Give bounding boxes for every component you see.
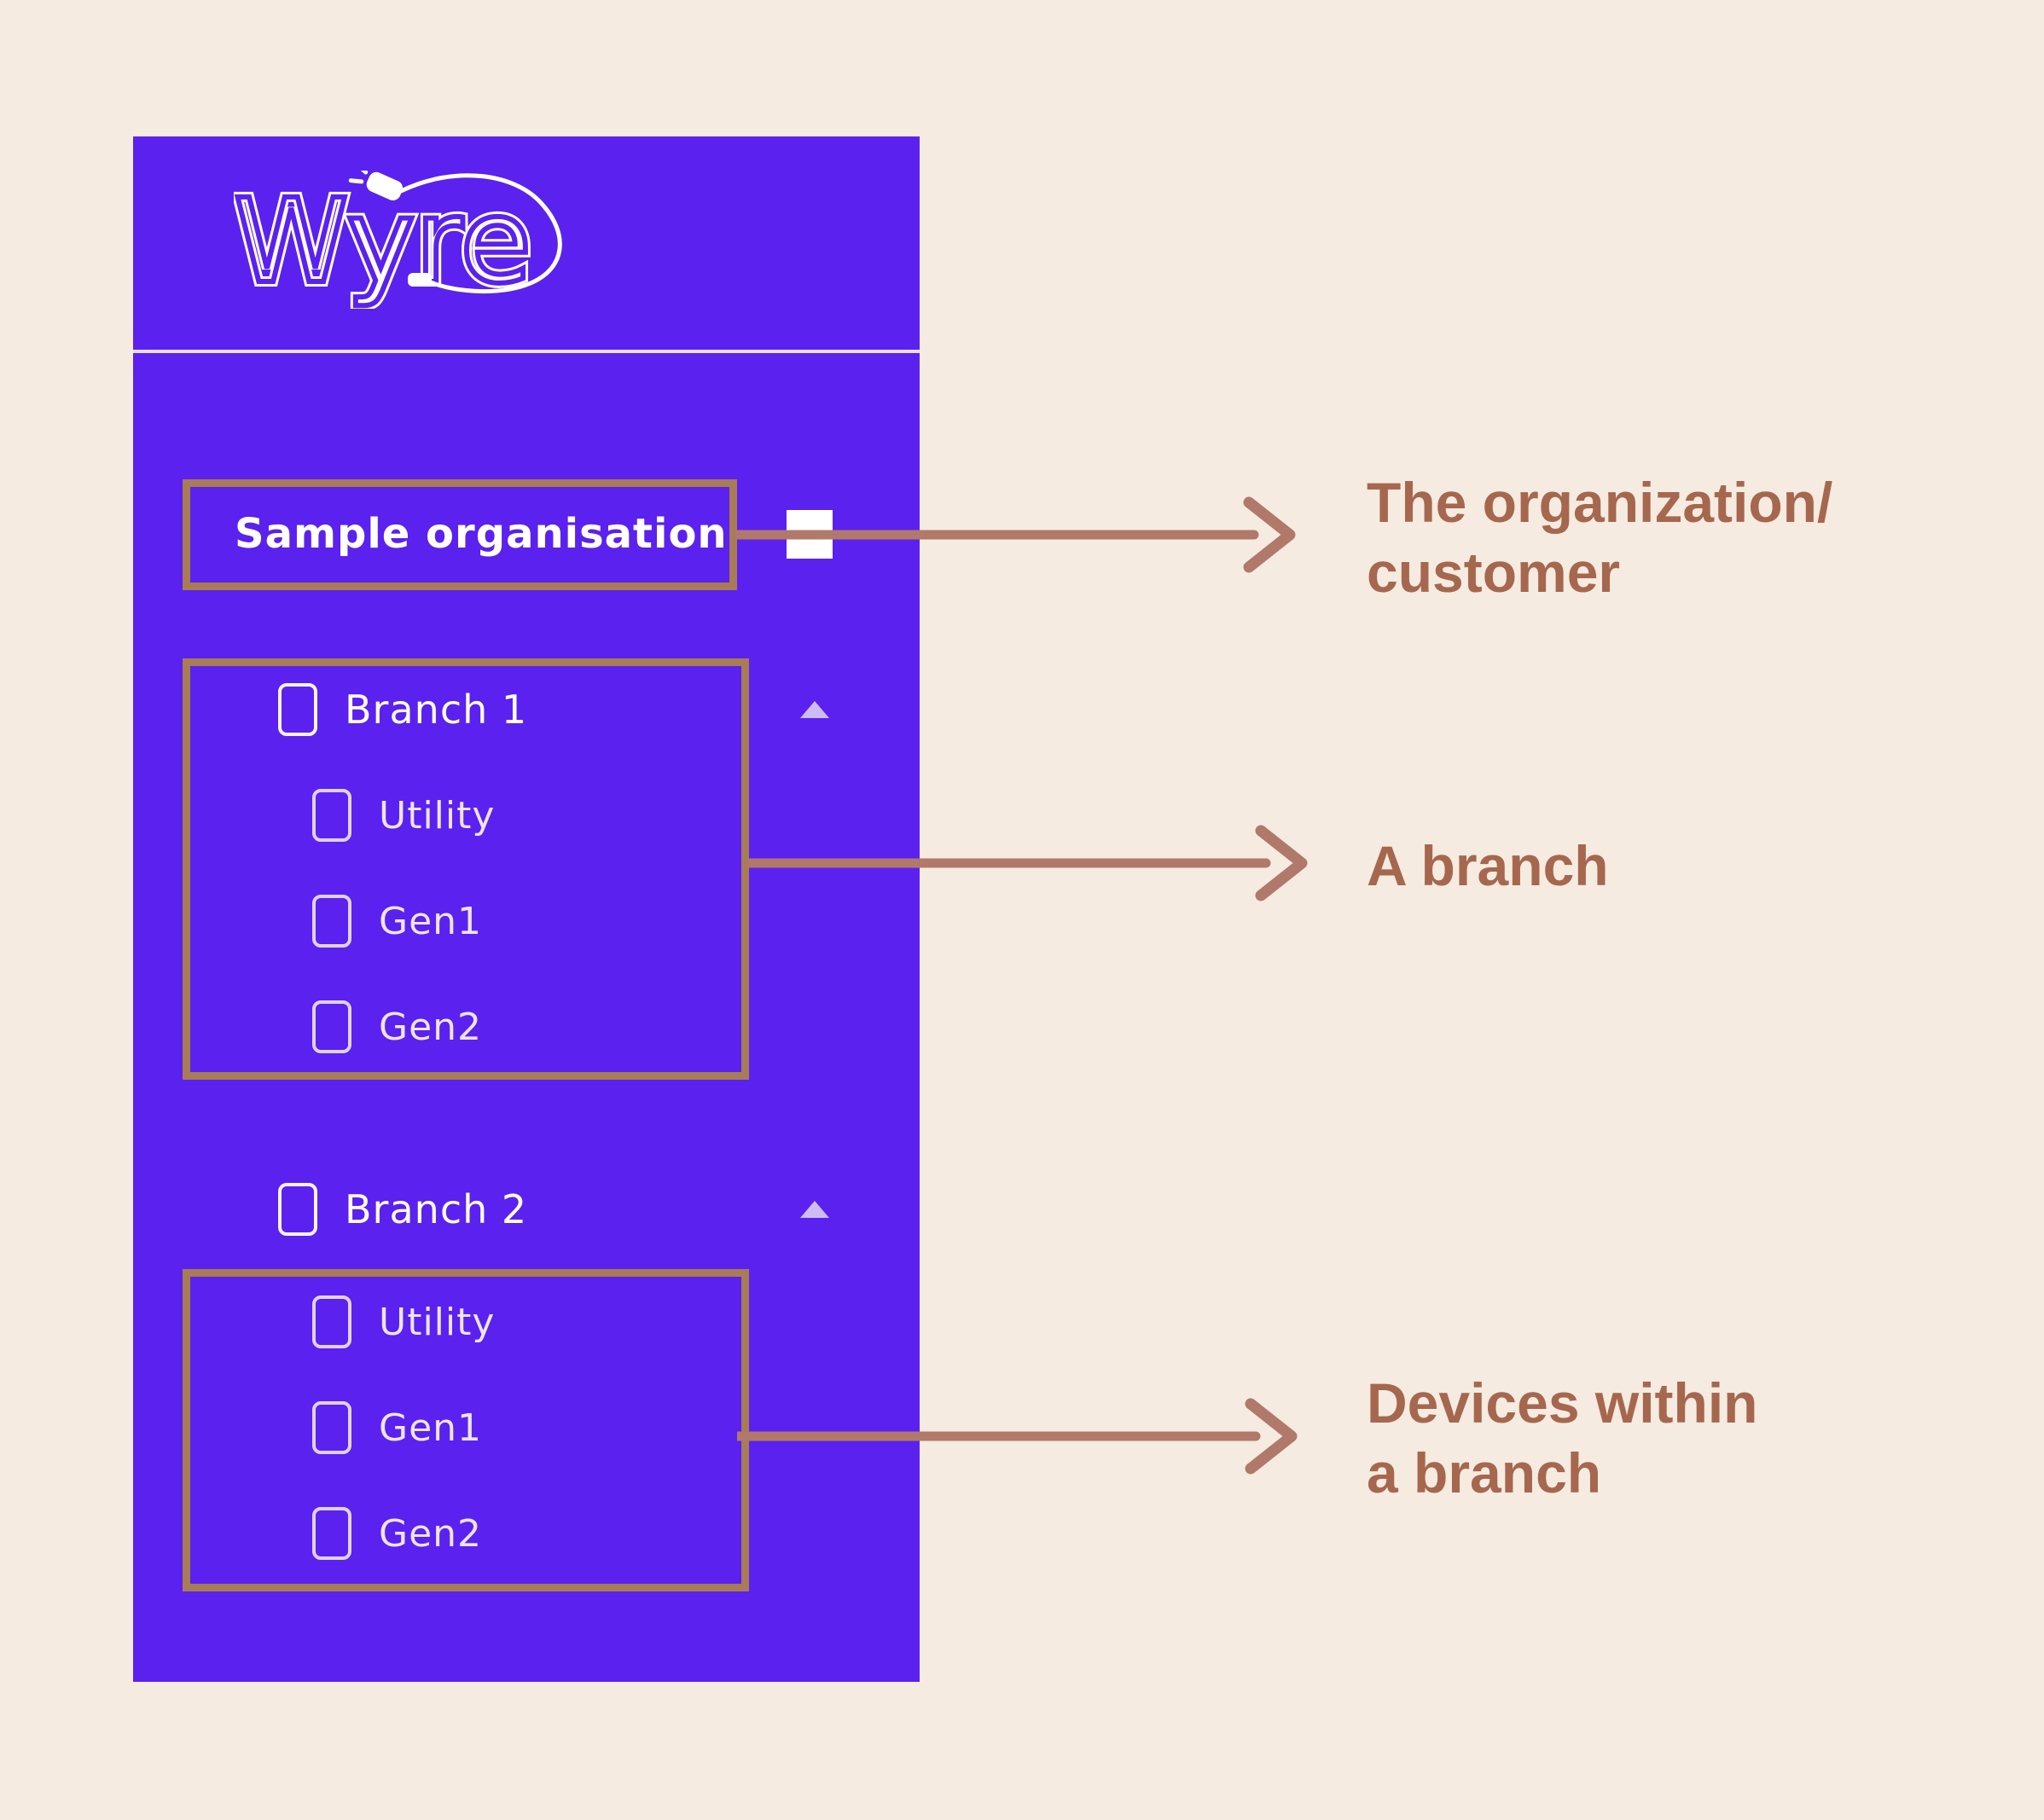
device-label: Gen1 bbox=[379, 1406, 483, 1450]
device-label: Gen1 bbox=[379, 899, 483, 943]
checkbox-branch-1[interactable] bbox=[278, 683, 317, 736]
annotation-arrow-devices bbox=[737, 1398, 1298, 1475]
tree-item-branch-1[interactable]: Branch 1 bbox=[133, 679, 920, 740]
wyre-logo: Wyre Wyre bbox=[229, 162, 578, 315]
device-label: Gen2 bbox=[379, 1005, 483, 1049]
arrowhead-icon bbox=[1243, 496, 1296, 573]
sidebar: Wyre Wyre Sample organisation Branch 1 bbox=[133, 136, 920, 1682]
annotation-label-branch: A branch bbox=[1367, 831, 1609, 901]
arrowhead-icon bbox=[1245, 1398, 1298, 1475]
sidebar-divider bbox=[133, 350, 920, 353]
highlight-box-devices bbox=[183, 1269, 749, 1591]
annotation-arrow-organisation bbox=[735, 496, 1296, 573]
tree-item-branch-2-gen2[interactable]: Gen2 bbox=[133, 1503, 920, 1564]
annotation-arrow-branch bbox=[747, 825, 1308, 901]
branch-1-label: Branch 1 bbox=[345, 687, 528, 733]
cable-path bbox=[398, 173, 562, 294]
highlight-box-branch bbox=[183, 658, 749, 1080]
tree-item-branch-2-utility[interactable]: Utility bbox=[133, 1291, 920, 1353]
device-label: Utility bbox=[379, 793, 496, 838]
collapse-arrow-icon[interactable] bbox=[800, 1201, 829, 1218]
checkbox-branch-2-utility[interactable] bbox=[312, 1295, 351, 1348]
checkbox-branch-1-gen2[interactable] bbox=[312, 1000, 351, 1053]
organisation-header[interactable]: Sample organisation bbox=[235, 510, 728, 558]
annotation-label-organisation: The organization/ customer bbox=[1367, 467, 1832, 607]
checkbox-branch-1-utility[interactable] bbox=[312, 789, 351, 842]
highlight-box-organisation bbox=[183, 479, 737, 590]
annotation-line: a branch bbox=[1367, 1441, 1602, 1504]
cable-connector bbox=[408, 273, 432, 287]
checkbox-branch-2[interactable] bbox=[278, 1183, 317, 1236]
checkbox-branch-1-gen1[interactable] bbox=[312, 895, 351, 948]
device-label: Utility bbox=[379, 1300, 496, 1344]
tree-item-branch-2-gen1[interactable]: Gen1 bbox=[133, 1397, 920, 1458]
annotation-line: The organization/ bbox=[1367, 471, 1833, 534]
annotation-label-devices: Devices within a branch bbox=[1367, 1368, 1758, 1508]
annotation-line: A branch bbox=[1367, 834, 1609, 897]
device-label: Gen2 bbox=[379, 1511, 483, 1556]
tree-item-branch-1-utility[interactable]: Utility bbox=[133, 785, 920, 846]
branch-2-label: Branch 2 bbox=[345, 1186, 528, 1232]
wyre-logo-svg: Wyre Wyre bbox=[229, 162, 562, 315]
checkbox-branch-2-gen1[interactable] bbox=[312, 1401, 351, 1454]
tree-item-branch-1-gen1[interactable]: Gen1 bbox=[133, 890, 920, 952]
checkbox-branch-2-gen2[interactable] bbox=[312, 1507, 351, 1560]
tree-item-branch-2[interactable]: Branch 2 bbox=[133, 1179, 920, 1240]
collapse-arrow-icon[interactable] bbox=[800, 701, 829, 718]
arrowhead-icon bbox=[1255, 825, 1308, 901]
annotation-line: customer bbox=[1367, 541, 1621, 604]
tree-item-branch-1-gen2[interactable]: Gen2 bbox=[133, 996, 920, 1058]
annotation-line: Devices within bbox=[1367, 1371, 1758, 1435]
